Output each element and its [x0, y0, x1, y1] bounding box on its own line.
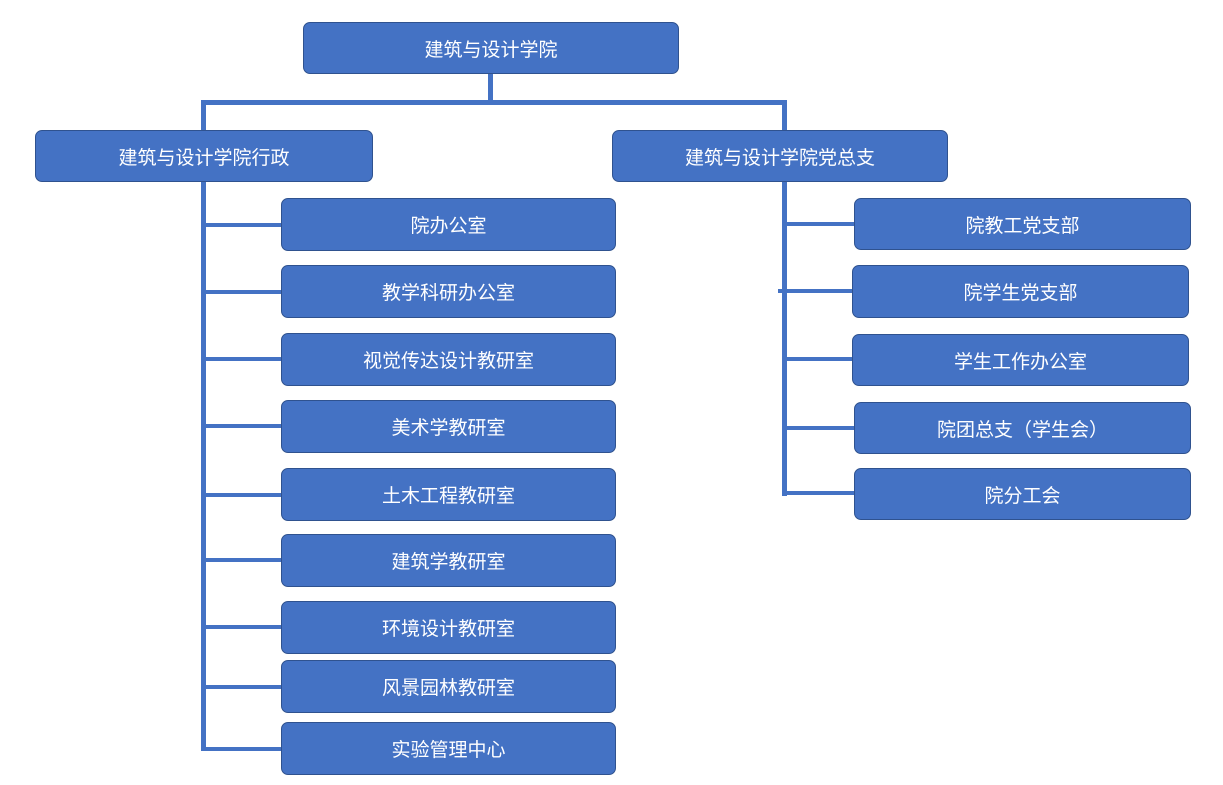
connector-admin-branch-4 — [201, 424, 283, 428]
connector-party-branch-1 — [782, 222, 856, 226]
connector-party-branch-4 — [782, 426, 856, 430]
admin-child-architecture: 建筑学教研室 — [281, 534, 616, 587]
connector-party-trunk — [782, 180, 787, 496]
admin-node: 建筑与设计学院行政 — [35, 130, 373, 182]
connector-party-branch-2 — [778, 289, 854, 293]
connector-admin-branch-7 — [201, 625, 283, 629]
connector-admin-branch-2 — [201, 290, 283, 294]
party-child-student-branch: 院学生党支部 — [852, 265, 1189, 318]
admin-child-civil-engineering: 土木工程教研室 — [281, 468, 616, 521]
admin-child-landscape: 风景园林教研室 — [281, 660, 616, 713]
admin-child-lab-management: 实验管理中心 — [281, 722, 616, 775]
admin-child-environmental-design: 环境设计教研室 — [281, 601, 616, 654]
connector-admin-branch-6 — [201, 558, 283, 562]
root-node: 建筑与设计学院 — [303, 22, 679, 74]
party-child-trade-union: 院分工会 — [854, 468, 1191, 520]
party-child-staff-branch: 院教工党支部 — [854, 198, 1191, 250]
connector-admin-branch-1 — [201, 223, 283, 227]
admin-child-fine-arts: 美术学教研室 — [281, 400, 616, 453]
connector-admin-branch-5 — [201, 493, 283, 497]
connector-admin-trunk — [201, 180, 206, 751]
connector-to-party — [782, 100, 787, 132]
admin-child-office: 院办公室 — [281, 198, 616, 251]
party-child-youth-league: 院团总支（学生会） — [854, 402, 1191, 454]
connector-top-horizontal — [201, 100, 787, 105]
connector-admin-branch-8 — [201, 685, 283, 689]
connector-root-down — [488, 73, 493, 103]
party-node: 建筑与设计学院党总支 — [612, 130, 948, 182]
party-child-student-affairs: 学生工作办公室 — [852, 334, 1189, 386]
connector-to-admin — [201, 100, 206, 132]
connector-party-branch-5 — [782, 491, 856, 495]
connector-admin-branch-3 — [201, 357, 283, 361]
admin-child-visual-communication: 视觉传达设计教研室 — [281, 333, 616, 386]
connector-party-branch-3 — [782, 357, 854, 361]
connector-admin-branch-9 — [201, 747, 283, 751]
admin-child-teaching-research: 教学科研办公室 — [281, 265, 616, 318]
